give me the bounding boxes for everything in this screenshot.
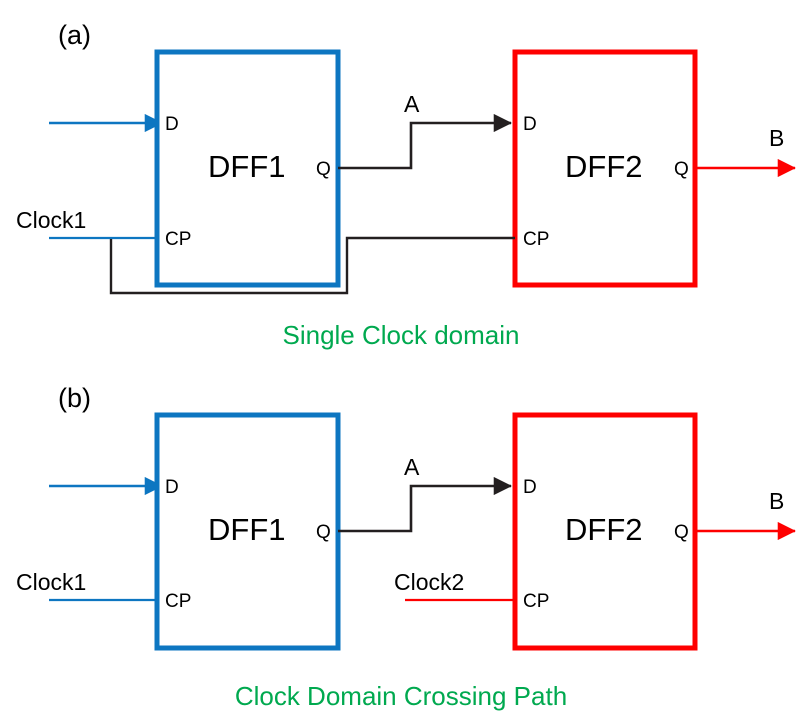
output-b-label-a: B xyxy=(769,125,784,151)
clock1-label-a: Clock1 xyxy=(16,207,86,233)
panel-a-label: (a) xyxy=(58,20,91,50)
dff1-name-b: DFF1 xyxy=(208,512,286,547)
dff1-block-b xyxy=(154,412,341,651)
panel-b-label: (b) xyxy=(58,383,91,413)
dff1-pin-cp-b: CP xyxy=(165,591,191,612)
dff2-block-a xyxy=(512,49,698,288)
dff2-pin-cp-b: CP xyxy=(523,591,549,612)
net-a-label-a: A xyxy=(404,91,420,117)
dff1-pin-q-b: Q xyxy=(316,522,331,543)
clock1-label-b: Clock1 xyxy=(16,569,86,595)
net-a-label-b: A xyxy=(404,454,420,480)
dff1-pin-cp-a: CP xyxy=(165,229,191,250)
output-b-label-b: B xyxy=(769,488,784,514)
dff2-pin-q-b: Q xyxy=(674,522,689,543)
dff2-name-a: DFF2 xyxy=(565,149,643,184)
dff2-pin-d-b: D xyxy=(523,477,537,498)
dff2-pin-cp-a: CP xyxy=(523,229,549,250)
panel-a: (a) DFF1 D CP Q A DFF2 D CP Q B Clock1 xyxy=(16,20,796,350)
dff1-pin-d-a: D xyxy=(165,114,179,135)
dff1-pin-q-a: Q xyxy=(316,159,331,180)
panel-b: (b) DFF1 D CP Q A DFF2 D CP Q B Clock1 xyxy=(16,383,796,711)
net-a-wire-b xyxy=(338,476,512,533)
dff1-name-a: DFF1 xyxy=(208,149,286,184)
net-a-wire-a xyxy=(338,113,512,170)
dff2-pin-q-a: Q xyxy=(674,159,689,180)
dff2-name-b: DFF2 xyxy=(565,512,643,547)
clock2-label-b: Clock2 xyxy=(394,569,464,595)
dff2-pin-d-a: D xyxy=(523,114,537,135)
panel-a-caption: Single Clock domain xyxy=(282,320,519,350)
dff1-pin-d-b: D xyxy=(165,477,179,498)
clock-fanout-wire-a xyxy=(109,236,515,295)
panel-b-caption: Clock Domain Crossing Path xyxy=(235,681,567,711)
